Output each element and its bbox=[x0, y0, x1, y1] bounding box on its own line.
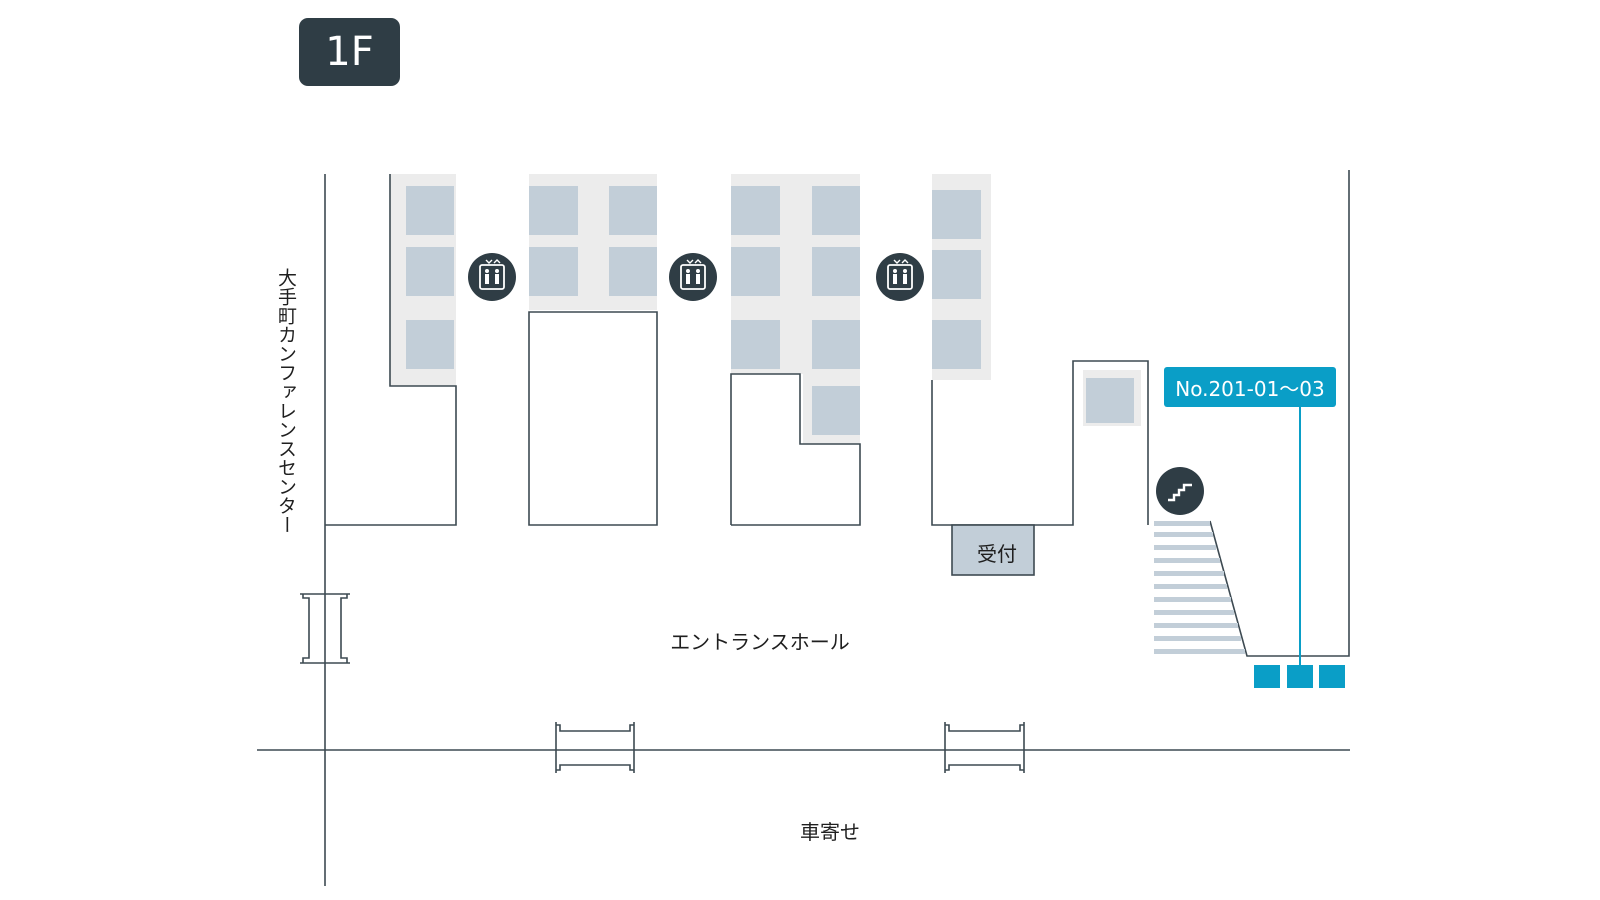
walls bbox=[257, 170, 1350, 886]
stairs-icon bbox=[1156, 467, 1204, 515]
car-approach-label: 車寄せ bbox=[800, 820, 860, 844]
door-icon bbox=[944, 722, 1025, 773]
elevator-icon bbox=[876, 253, 924, 301]
stair-treads bbox=[1154, 521, 1245, 654]
entrance-hall-label: エントランスホール bbox=[670, 630, 850, 654]
floor-badge: 1F bbox=[299, 18, 400, 86]
west-building-label: 大手町カンファレンスセンター bbox=[275, 268, 297, 534]
reception-label: 受付 bbox=[977, 541, 1017, 566]
door-icon bbox=[300, 593, 350, 664]
locker-number-tag: No.201-01〜03 bbox=[1164, 367, 1336, 407]
room-blocks bbox=[406, 186, 1134, 435]
elevator-icon bbox=[669, 253, 717, 301]
locker-boxes bbox=[1254, 665, 1345, 688]
door-icon bbox=[555, 722, 635, 773]
elevator-icon bbox=[468, 253, 516, 301]
